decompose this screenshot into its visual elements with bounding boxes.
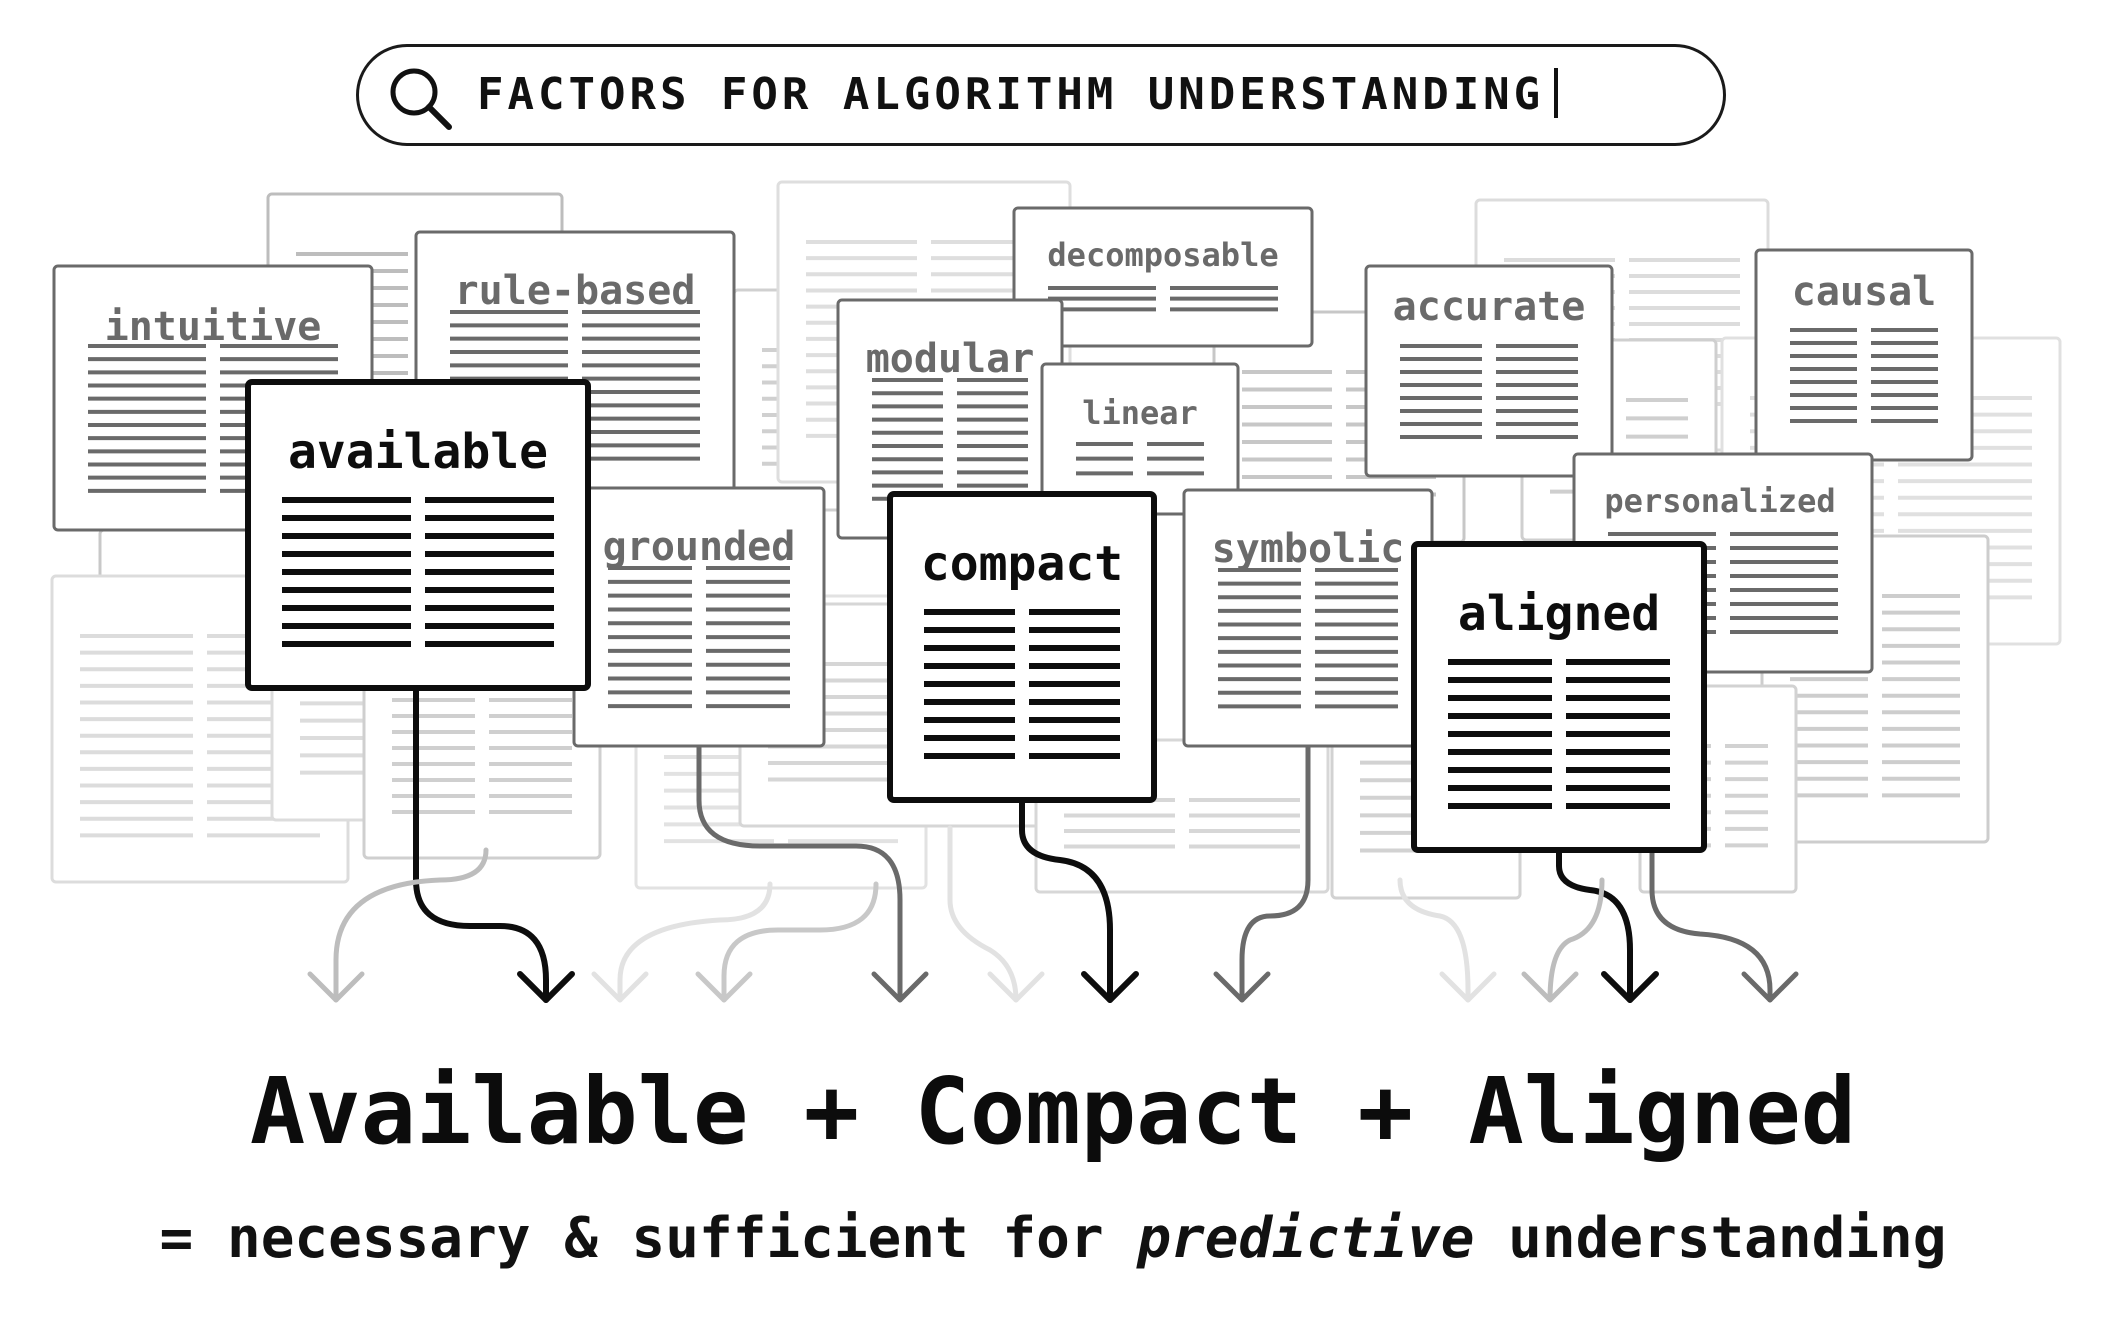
card-causal: causal bbox=[1754, 248, 1974, 462]
arrow-down-icon bbox=[1601, 971, 1659, 1003]
flow-arrow-line bbox=[721, 881, 879, 1003]
card-available: available bbox=[245, 379, 591, 691]
arrow-down-icon bbox=[1439, 971, 1497, 1003]
card-label-intuitive: intuitive bbox=[105, 304, 322, 350]
arrow-down-icon bbox=[1081, 971, 1139, 1003]
card-label-symbolic: symbolic bbox=[1212, 526, 1405, 572]
arrow-down-icon bbox=[987, 971, 1045, 1003]
card-text-lines bbox=[1076, 442, 1204, 476]
flow-arrow-line bbox=[413, 685, 549, 1003]
card-aligned: aligned bbox=[1411, 541, 1707, 853]
card-modular: modular bbox=[836, 298, 1064, 540]
card-text-lines bbox=[282, 497, 554, 647]
flow-arrow-line bbox=[1239, 743, 1311, 1003]
card-decomposable: decomposable bbox=[1012, 206, 1314, 348]
search-query: FACTORS FOR ALGORITHM UNDERSTANDING bbox=[477, 47, 1559, 143]
flow-arrow-line bbox=[1397, 877, 1471, 1003]
card-label-accurate: accurate bbox=[1393, 284, 1586, 330]
flow-arrow-line bbox=[1649, 847, 1773, 1003]
flow-arrow-line bbox=[1547, 877, 1605, 1003]
card-label-rule-based: rule-based bbox=[455, 268, 696, 314]
arrow-down-icon bbox=[871, 971, 929, 1003]
subline-prefix: = necessary & sufficient for bbox=[159, 1206, 1138, 1271]
factor-diagram: intuitive rule-based decomposable modula… bbox=[50, 180, 2062, 1003]
card-linear: linear bbox=[1040, 362, 1240, 516]
card-label-available: available bbox=[288, 424, 548, 480]
flow-arrow-line bbox=[333, 847, 489, 1003]
card-accurate: accurate bbox=[1364, 264, 1614, 478]
card-text-lines bbox=[924, 609, 1120, 759]
flow-arrow-line bbox=[1019, 797, 1113, 1003]
search-icon bbox=[390, 68, 452, 130]
flow-arrows bbox=[307, 685, 1799, 1003]
arrow-down-icon bbox=[1213, 971, 1271, 1003]
card-label-linear: linear bbox=[1082, 394, 1198, 432]
card-label-aligned: aligned bbox=[1458, 586, 1660, 642]
search-query-text: FACTORS FOR ALGORITHM UNDERSTANDING bbox=[477, 69, 1545, 120]
subline-emphasis: predictive bbox=[1137, 1206, 1475, 1271]
card-text-lines bbox=[1218, 568, 1398, 709]
subline-suffix: understanding bbox=[1474, 1206, 1947, 1271]
arrow-down-icon bbox=[591, 971, 649, 1003]
conclusion-headline: Available + Compact + Aligned bbox=[249, 1058, 1857, 1165]
card-text-lines bbox=[1448, 659, 1670, 809]
card-text-lines bbox=[1790, 328, 1938, 423]
card-compact: compact bbox=[887, 491, 1157, 803]
arrow-down-icon bbox=[517, 971, 575, 1003]
arrow-down-icon bbox=[1521, 971, 1579, 1003]
card-label-causal: causal bbox=[1792, 269, 1937, 315]
card-text-lines bbox=[1048, 286, 1278, 312]
card-label-modular: modular bbox=[866, 336, 1035, 382]
card-label-decomposable: decomposable bbox=[1047, 236, 1278, 274]
search-bar[interactable]: FACTORS FOR ALGORITHM UNDERSTANDING bbox=[356, 44, 1726, 146]
factor-cards: intuitive rule-based decomposable modula… bbox=[52, 206, 1974, 853]
card-label-compact: compact bbox=[921, 536, 1123, 592]
card-grounded: grounded bbox=[572, 486, 826, 748]
flow-arrow-line bbox=[1556, 847, 1633, 1003]
text-caret bbox=[1554, 68, 1559, 118]
card-text-lines bbox=[1400, 344, 1578, 439]
flow-arrow-line bbox=[617, 881, 773, 1003]
conclusion-subline: = necessary & sufficient for predictive … bbox=[0, 1204, 2106, 1274]
card-symbolic: symbolic bbox=[1182, 488, 1434, 748]
arrow-down-icon bbox=[695, 971, 753, 1003]
flow-arrow-line bbox=[947, 825, 1019, 1003]
card-text-lines bbox=[608, 566, 790, 709]
arrow-down-icon bbox=[1741, 971, 1799, 1003]
flow-arrow-line bbox=[696, 743, 903, 1003]
card-label-personalized: personalized bbox=[1604, 482, 1835, 520]
card-label-grounded: grounded bbox=[603, 524, 796, 570]
arrow-down-icon bbox=[307, 971, 365, 1003]
